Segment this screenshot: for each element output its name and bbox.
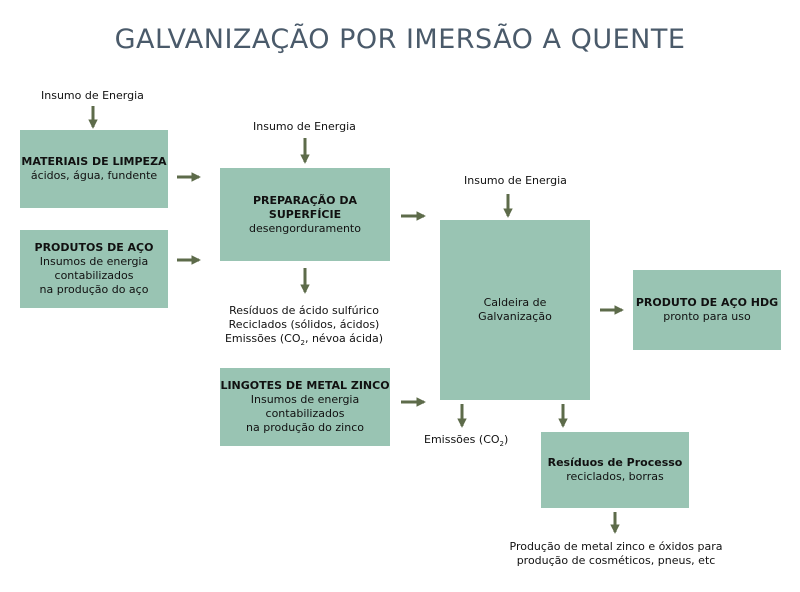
energy-input-label-kettle: Insumo de Energia	[464, 174, 567, 187]
surface-preparation-box: PREPARAÇÃO DA SUPERFÍCIE desengorduramen…	[220, 168, 390, 261]
kettle-line2: Galvanização	[478, 310, 552, 323]
diagram-title: GALVANIZAÇÃO POR IMERSÃO A QUENTE	[114, 24, 686, 55]
recycle-output-label: Produção de metal zinco e óxidos para pr…	[486, 540, 746, 568]
steel-products-box: PRODUTOS DE AÇO Insumos de energia conta…	[20, 230, 168, 308]
surface-prep-line3: desengorduramento	[249, 221, 361, 235]
steel-products-line4: na produção do aço	[39, 283, 149, 296]
recycle-output-line2: produção de cosméticos, pneus, etc	[516, 554, 716, 567]
hdg-product-line1: PRODUTO DE AÇO HDG	[635, 296, 779, 309]
energy-input-label-surface-prep: Insumo de Energia	[253, 120, 356, 133]
energy-input-label-cleaning: Insumo de Energia	[41, 89, 144, 102]
surface-prep-emissions-line: Emissões (CO2, névoa ácida)	[224, 332, 384, 348]
surface-prep-waste-line1: Resíduos de ácido sulfúrico	[229, 304, 379, 317]
zinc-ingots-line2: Insumos de energia	[250, 393, 360, 406]
steel-products-heading: PRODUTOS DE AÇO	[34, 241, 154, 254]
cleaning-materials-detail: ácidos, água, fundente	[30, 169, 158, 182]
hdg-product-line2: pronto para uso	[663, 310, 751, 323]
cleaning-materials-box: MATERIAIS DE LIMPEZA ácidos, água, funde…	[20, 130, 168, 208]
surface-prep-waste-line2: Reciclados (sólidos, ácidos)	[228, 318, 380, 331]
surface-prep-line1: PREPARAÇÃO DA	[252, 193, 357, 207]
process-waste-box: Resíduos de Processo reciclados, borras	[541, 432, 689, 508]
surface-prep-line2: SUPERFÍCIE	[268, 207, 342, 221]
kettle-line1: Caldeira de	[483, 296, 547, 309]
zinc-ingots-line3: contabilizados	[265, 407, 345, 420]
galvanizing-kettle-box: Caldeira de Galvanização	[440, 220, 590, 400]
zinc-ingots-line4: na produção do zinco	[246, 421, 364, 434]
hdg-product-box: PRODUTO DE AÇO HDG pronto para uso	[633, 270, 781, 350]
surface-prep-waste-label: Resíduos de ácido sulfúrico Reciclados (…	[214, 304, 394, 348]
process-waste-line2: reciclados, borras	[566, 470, 664, 483]
zinc-ingots-heading: LINGOTES DE METAL ZINCO	[220, 379, 390, 392]
steel-products-line2: Insumos de energia	[39, 255, 149, 268]
cleaning-materials-heading: MATERIAIS DE LIMPEZA	[21, 155, 167, 168]
process-waste-line1: Resíduos de Processo	[547, 456, 683, 469]
steel-products-line3: contabilizados	[54, 269, 134, 282]
kettle-emissions-label: Emissões (CO2)	[424, 433, 509, 449]
zinc-ingots-box: LINGOTES DE METAL ZINCO Insumos de energ…	[220, 368, 390, 446]
recycle-output-line1: Produção de metal zinco e óxidos para	[509, 540, 723, 553]
